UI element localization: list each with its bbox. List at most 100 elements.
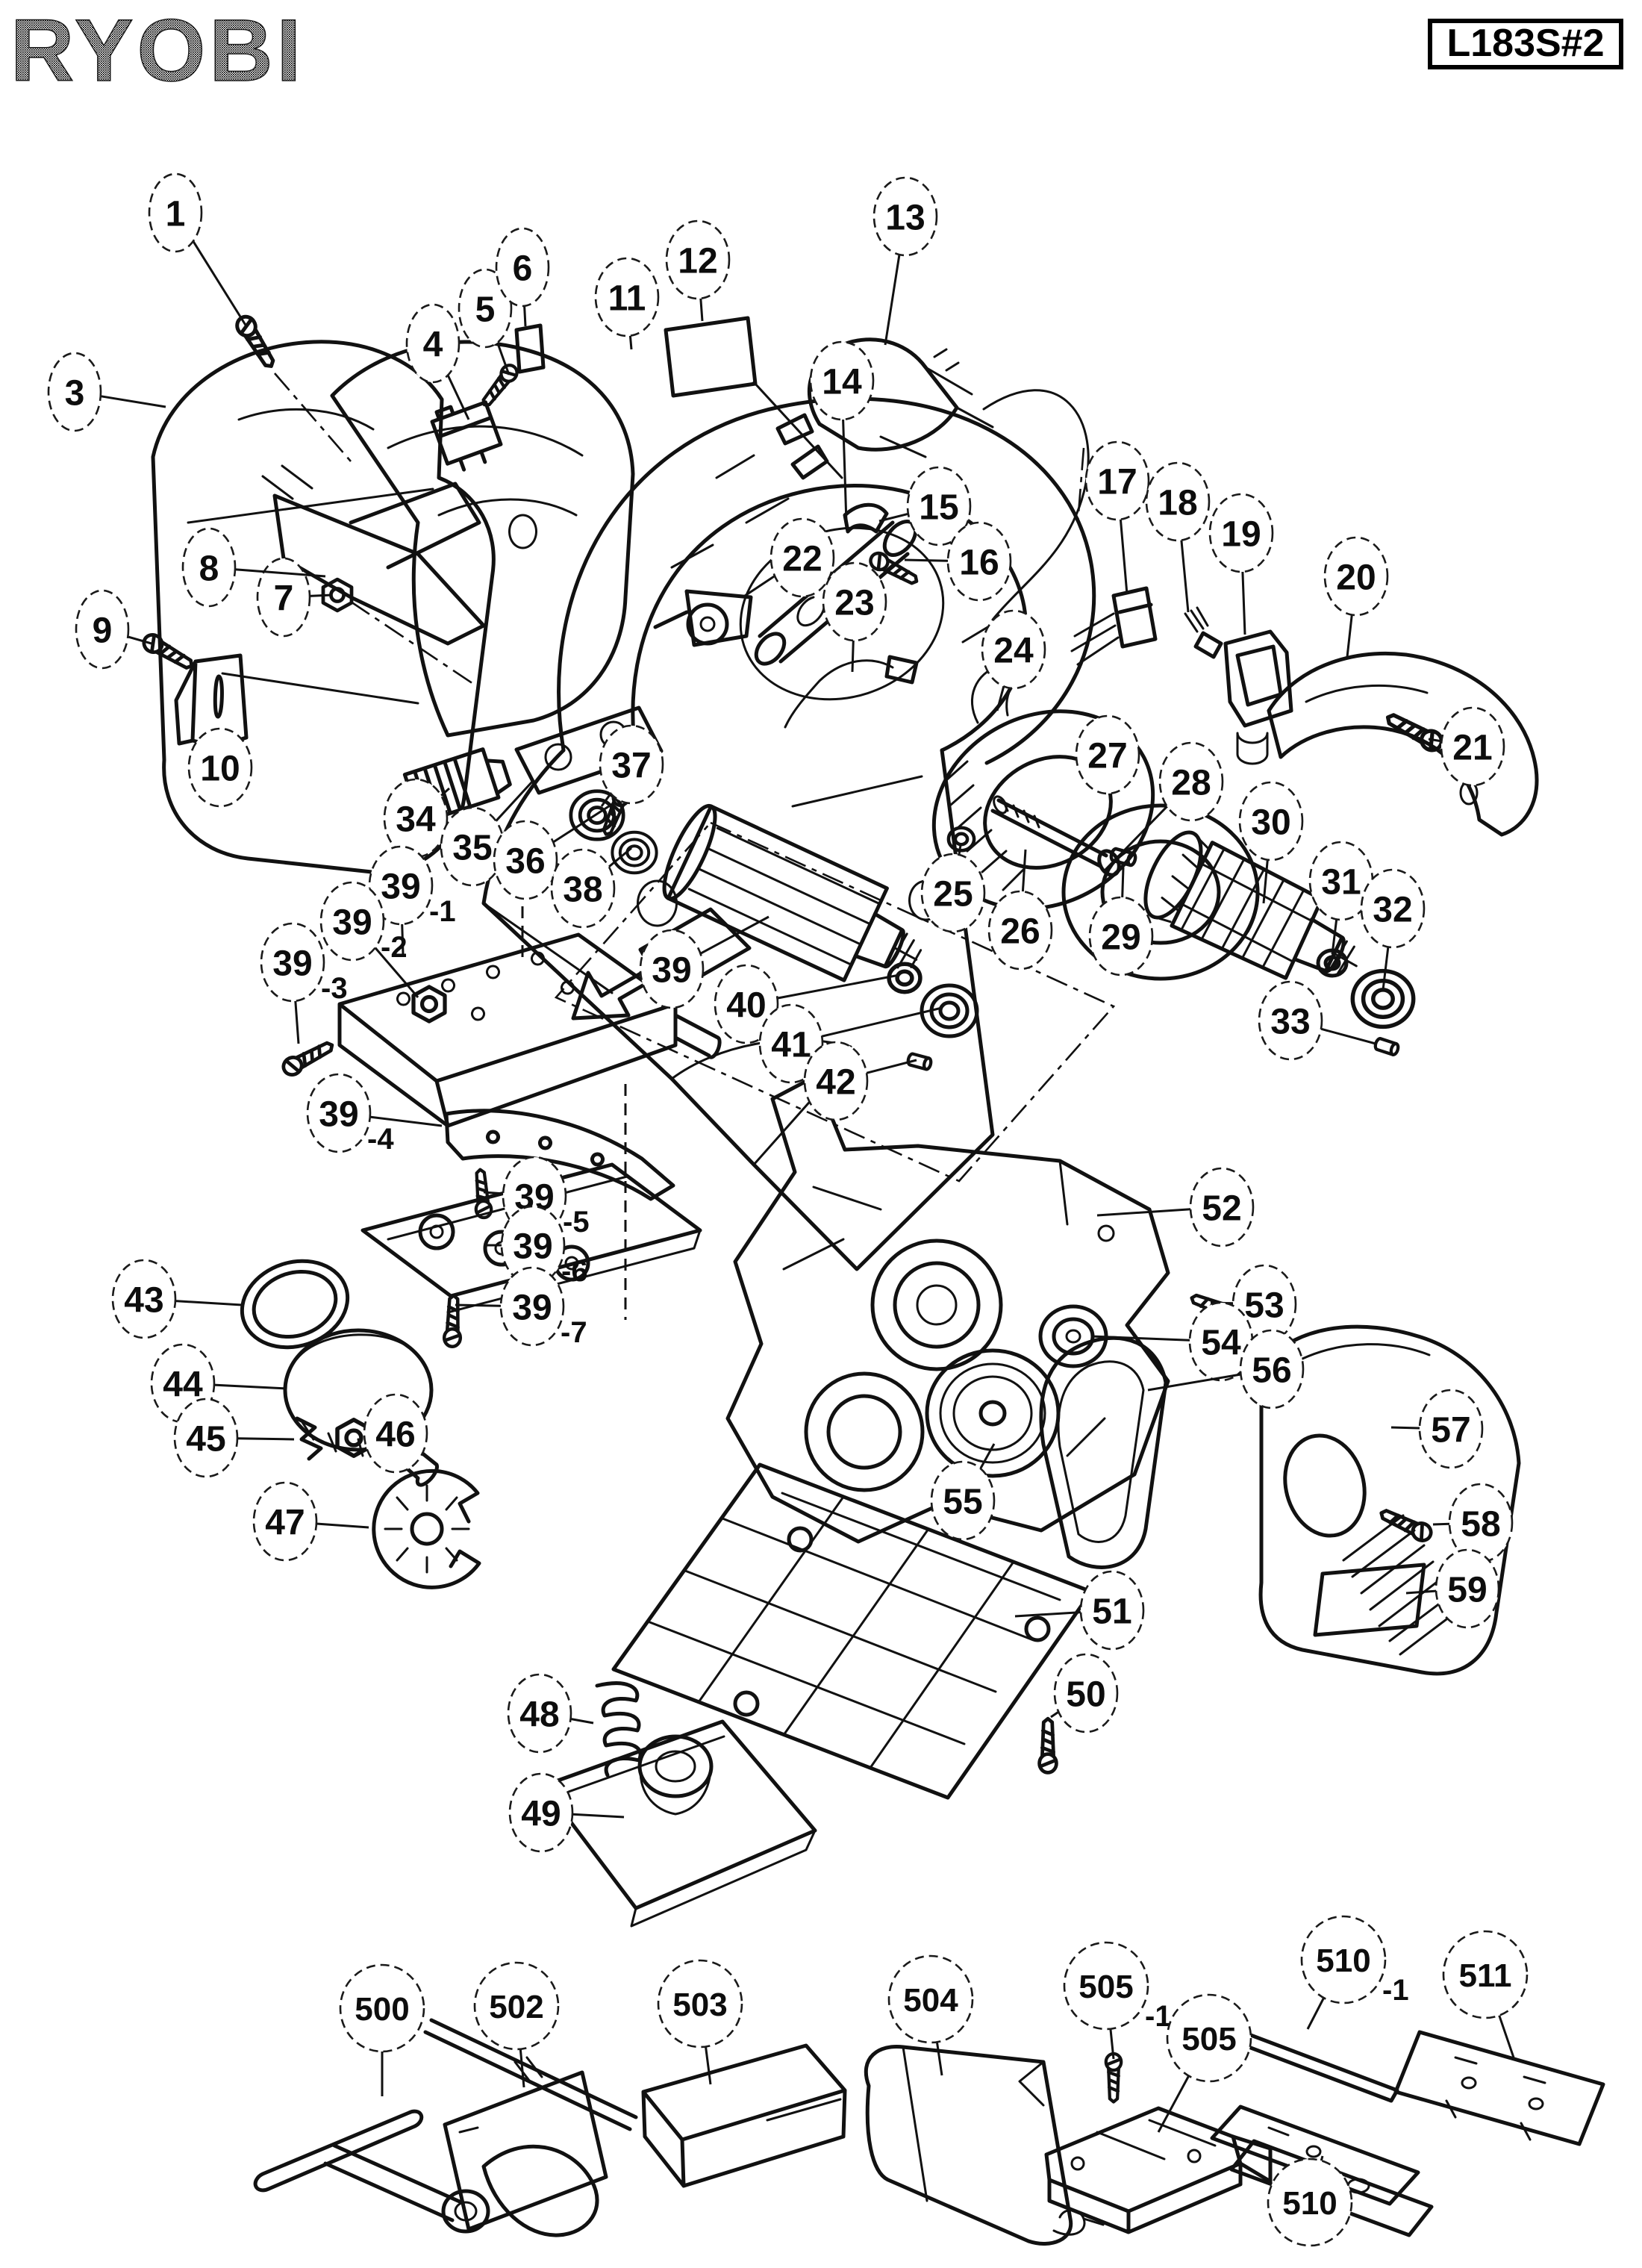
axis-line-nut7 bbox=[350, 600, 478, 688]
part-lead-wire-23 bbox=[784, 655, 919, 729]
leader-line bbox=[213, 1383, 287, 1390]
part-screw-1 bbox=[234, 314, 279, 371]
callout-number: 33 bbox=[1270, 1002, 1310, 1041]
callout-number: 39 bbox=[652, 950, 691, 990]
callout-number: 505 bbox=[1078, 1969, 1133, 2005]
callout-balloon bbox=[256, 557, 311, 638]
callout-41: 41 bbox=[758, 1003, 943, 1084]
callout-balloon bbox=[920, 853, 986, 933]
callout-number: 39 bbox=[512, 1288, 552, 1327]
part-screw-39-3 bbox=[281, 1038, 336, 1078]
leader-line bbox=[1331, 919, 1338, 955]
leader-line bbox=[1050, 1710, 1060, 1719]
callout-balloon bbox=[803, 1041, 869, 1121]
callout-51: 51 bbox=[1014, 1570, 1145, 1651]
callout-number: 56 bbox=[1252, 1350, 1291, 1390]
model-label: L183S#2 bbox=[1428, 19, 1623, 69]
callout-number: 505 bbox=[1181, 2021, 1236, 2057]
callout-balloon bbox=[252, 1481, 318, 1562]
leader-line bbox=[1428, 738, 1442, 743]
callout-47: 47 bbox=[252, 1481, 369, 1562]
callout-10: 10 bbox=[187, 727, 253, 808]
leader-line bbox=[821, 1006, 943, 1038]
callout-number: 504 bbox=[903, 1982, 958, 2019]
callout-balloon bbox=[260, 922, 325, 1003]
part-front-cover-3-detail bbox=[187, 408, 434, 705]
axis-line-cord bbox=[1076, 447, 1085, 523]
leader-line bbox=[1180, 540, 1190, 613]
callout-balloon bbox=[75, 589, 130, 670]
callout-number: 15 bbox=[919, 487, 958, 527]
callout-balloon bbox=[339, 1963, 425, 2053]
part-blade-cover-20 bbox=[1267, 652, 1539, 837]
callout-number: 25 bbox=[933, 874, 973, 914]
callout-28: 28 bbox=[1102, 741, 1224, 873]
part-brush-spring-18 bbox=[1184, 606, 1223, 659]
leader-line bbox=[369, 1115, 443, 1127]
part-screw-39-7 bbox=[444, 1295, 462, 1347]
callout-number: 21 bbox=[1452, 728, 1492, 767]
callout-balloon bbox=[1323, 536, 1389, 617]
callout-balloon bbox=[1442, 1930, 1529, 2019]
callout-56: 56 bbox=[1147, 1329, 1305, 1409]
callout-balloon bbox=[508, 1772, 574, 1853]
part-belt-56 bbox=[1039, 1336, 1168, 1569]
callout-balloon bbox=[499, 1266, 565, 1347]
callout-number: 502 bbox=[489, 1989, 543, 2025]
part-armature-30 bbox=[1143, 830, 1358, 980]
leader-line bbox=[552, 802, 614, 844]
callout-balloon bbox=[363, 1393, 428, 1474]
callout-suffix: -1 bbox=[1382, 1974, 1409, 2007]
part-oring-43 bbox=[240, 1259, 350, 1350]
callout-balloon bbox=[1079, 1570, 1145, 1651]
callout-number: 50 bbox=[1066, 1674, 1105, 1714]
leader-line bbox=[570, 1718, 594, 1725]
leader-line bbox=[294, 1000, 300, 1044]
leader-line bbox=[483, 1191, 504, 1195]
callout-balloon bbox=[405, 303, 461, 384]
callout-number: 1 bbox=[166, 194, 186, 234]
callout-49: 49 bbox=[508, 1772, 625, 1853]
callout-39: 39 bbox=[639, 915, 770, 1009]
callout-3: 3 bbox=[47, 352, 166, 432]
callout-43: 43 bbox=[111, 1259, 243, 1339]
callout-1: 1 bbox=[148, 172, 248, 327]
callout-number: 39 bbox=[381, 867, 420, 906]
callout-number: 39 bbox=[272, 944, 312, 983]
callout-number: 57 bbox=[1431, 1410, 1470, 1450]
leader-line bbox=[904, 558, 949, 562]
callout-9: 9 bbox=[75, 589, 152, 670]
callout-number: 52 bbox=[1202, 1188, 1241, 1228]
callout-26: 26 bbox=[987, 849, 1053, 971]
callout-number: 6 bbox=[513, 249, 533, 288]
callout-balloon bbox=[500, 1205, 566, 1286]
callout-number: 31 bbox=[1321, 862, 1361, 902]
callout-39-4: 39-4 bbox=[306, 1073, 443, 1156]
part-clamp-15 bbox=[843, 502, 889, 534]
callout-number: 54 bbox=[1201, 1323, 1241, 1362]
callout-balloon bbox=[1418, 1389, 1484, 1469]
callout-balloon bbox=[930, 1460, 996, 1541]
callout-39-3: 39-3 bbox=[260, 922, 348, 1044]
callout-number: 49 bbox=[521, 1794, 561, 1834]
callout-balloon bbox=[47, 352, 102, 432]
leader-line bbox=[1498, 2015, 1515, 2058]
callout-55: 55 bbox=[930, 1443, 996, 1541]
callout-balloon bbox=[368, 845, 434, 926]
callout-29: 29 bbox=[1088, 867, 1154, 976]
part-screw-5 bbox=[478, 362, 520, 409]
callout-balloon bbox=[594, 257, 660, 337]
callout-balloon bbox=[714, 964, 779, 1044]
part-label-59 bbox=[1313, 1563, 1426, 1637]
callout-number: 39 bbox=[332, 903, 372, 942]
part-lever-22 bbox=[653, 589, 753, 647]
callout-39-2: 39-2 bbox=[319, 881, 419, 998]
callout-48: 48 bbox=[507, 1673, 594, 1754]
callout-number: 13 bbox=[885, 198, 925, 237]
callout-suffix: -5 bbox=[563, 1206, 590, 1239]
callout-number: 14 bbox=[822, 362, 862, 402]
callout-number: 11 bbox=[608, 278, 646, 318]
callout-17: 17 bbox=[1084, 440, 1150, 595]
callout-balloon bbox=[1166, 1993, 1252, 2083]
